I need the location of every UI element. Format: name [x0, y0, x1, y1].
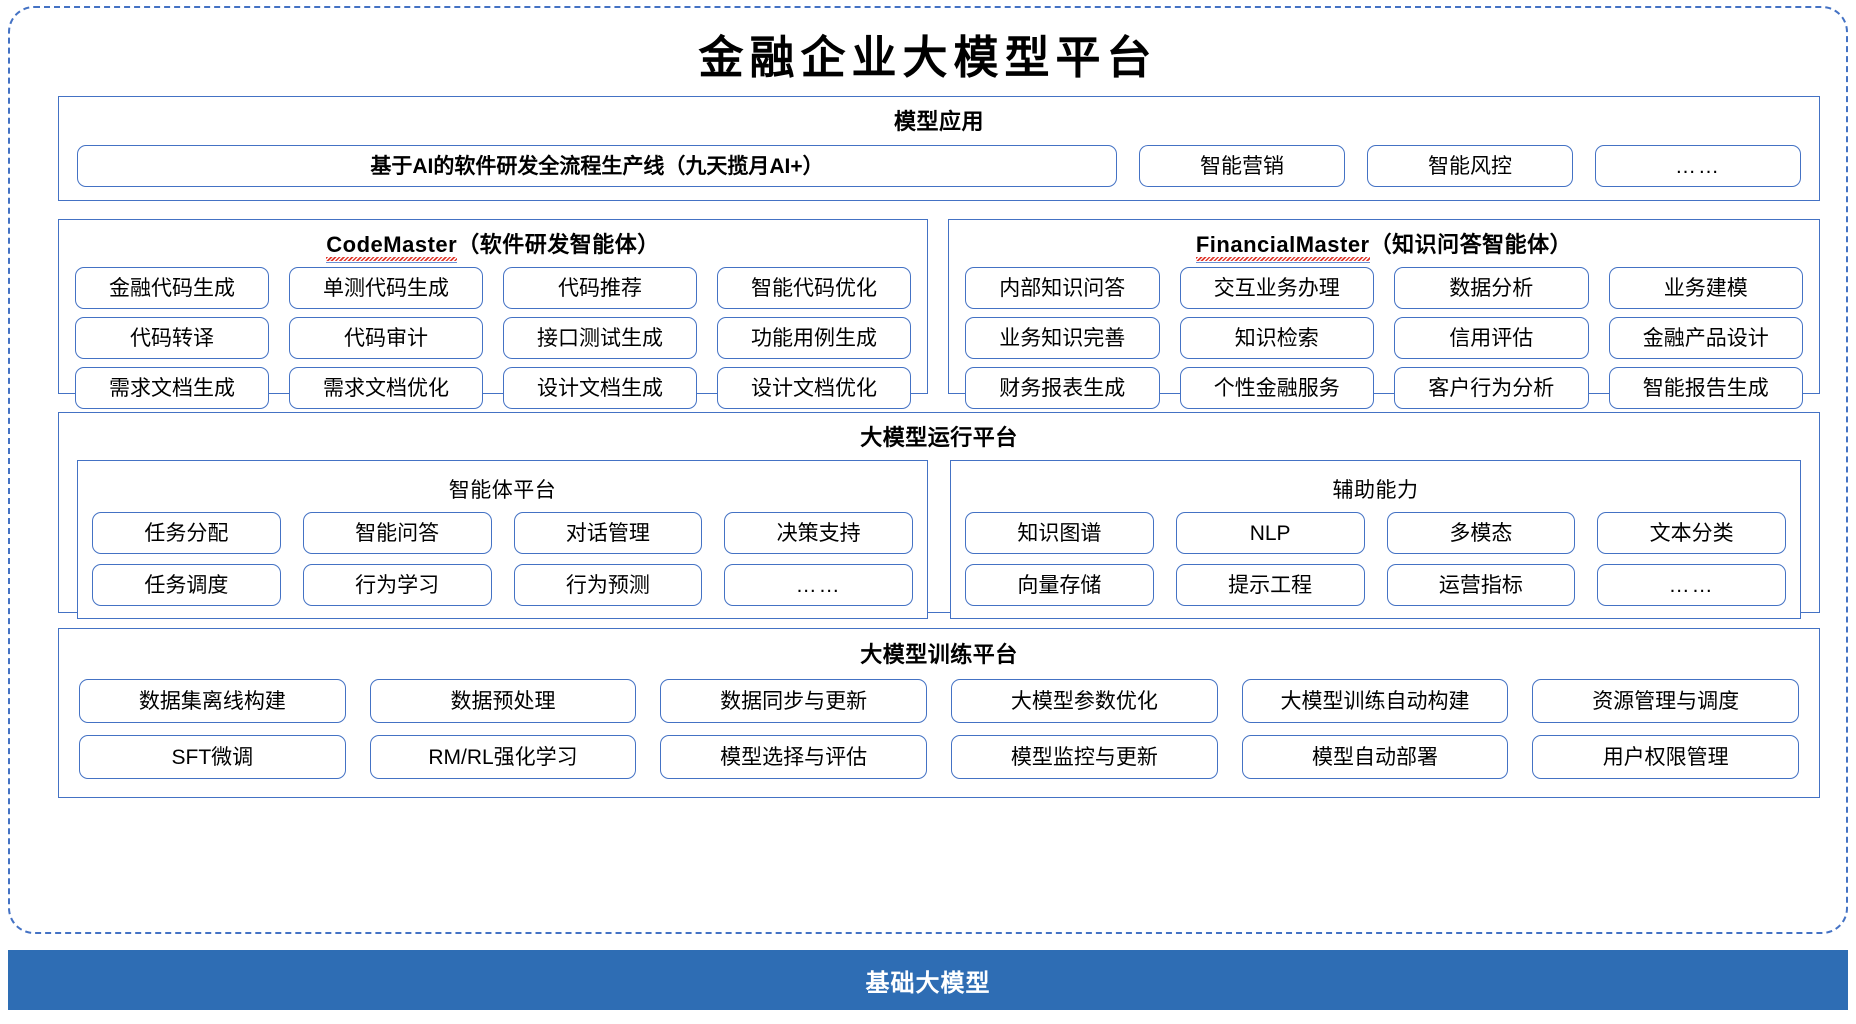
section-title-training-platform: 大模型训练平台 [860, 642, 1018, 667]
capability-row: 金融代码生成 单测代码生成 代码推荐 智能代码优化 [75, 267, 911, 309]
capability-row: SFT微调 RM/RL强化学习 模型选择与评估 模型监控与更新 模型自动部署 用… [79, 735, 1800, 779]
section-runtime-platform: 大模型运行平台 智能体平台 任务分配 智能问答 对话管理 决策支持 任务调度 行… [58, 412, 1820, 619]
capability-row: 向量存储 提示工程 运营指标 …… [965, 564, 1786, 606]
financial-master-name-cn: （知识问答智能体） [1369, 232, 1573, 257]
capability-pill[interactable]: 数据同步与更新 [660, 679, 928, 723]
capability-pill[interactable]: 行为预测 [513, 564, 703, 606]
capability-pill[interactable]: 功能用例生成 [717, 317, 911, 359]
subsection-title-agent-platform: 智能体平台 [448, 479, 557, 502]
section-title-financial-master: FinancialMaster（知识问答智能体） [949, 227, 1819, 263]
base-model-label: 基础大模型 [865, 969, 991, 997]
app-card-smart-marketing[interactable]: 智能营销 [1139, 145, 1345, 187]
runtime-platform-columns: 智能体平台 任务分配 智能问答 对话管理 决策支持 任务调度 行为学习 行为预测… [77, 460, 1801, 619]
capability-pill[interactable]: 内部知识问答 [965, 267, 1160, 309]
capability-row: 财务报表生成 个性金融服务 客户行为分析 智能报告生成 [965, 367, 1803, 409]
capability-pill[interactable]: RM/RL强化学习 [369, 735, 637, 779]
financial-master-capability-grid: 内部知识问答 交互业务办理 数据分析 业务建模 业务知识完善 知识检索 信用评估… [965, 267, 1803, 409]
capability-row: 代码转译 代码审计 接口测试生成 功能用例生成 [75, 317, 911, 359]
capability-pill[interactable]: 交互业务办理 [1179, 267, 1374, 309]
code-master-capability-grid: 金融代码生成 单测代码生成 代码推荐 智能代码优化 代码转译 代码审计 接口测试… [75, 267, 911, 409]
model-applications-row: 基于AI的软件研发全流程生产线（九天揽月AI+） 智能营销 智能风控 …… [77, 145, 1801, 187]
capability-row: 任务分配 智能问答 对话管理 决策支持 [92, 512, 913, 554]
section-training-platform: 大模型训练平台 数据集离线构建 数据预处理 数据同步与更新 大模型参数优化 大模… [58, 628, 1820, 798]
capability-pill[interactable]: 智能问答 [302, 512, 492, 554]
capability-pill[interactable]: 业务知识完善 [965, 317, 1160, 359]
capability-pill[interactable]: 金融产品设计 [1608, 317, 1803, 359]
capability-pill[interactable]: 信用评估 [1394, 317, 1589, 359]
capability-pill[interactable]: 知识检索 [1179, 317, 1374, 359]
page-title: 金融企业大模型平台 [698, 31, 1158, 84]
capability-row: 内部知识问答 交互业务办理 数据分析 业务建模 [965, 267, 1803, 309]
capability-pill[interactable]: 模型监控与更新 [951, 735, 1218, 779]
code-master-name-en: CodeMaster [326, 232, 458, 263]
capability-pill[interactable]: 向量存储 [965, 564, 1154, 606]
section-title-runtime-platform: 大模型运行平台 [860, 425, 1018, 450]
capability-pill-more[interactable]: …… [1597, 564, 1786, 606]
app-card-more[interactable]: …… [1595, 145, 1801, 187]
capability-pill[interactable]: 金融代码生成 [75, 267, 269, 309]
capability-pill[interactable]: 智能代码优化 [717, 267, 911, 309]
capability-pill[interactable]: NLP [1175, 512, 1365, 554]
subsection-auxiliary-capabilities: 辅助能力 知识图谱 NLP 多模态 文本分类 向量存储 提示工程 运营指标 …… [950, 460, 1801, 619]
capability-pill[interactable]: 代码转译 [75, 317, 269, 359]
capability-pill[interactable]: 代码审计 [289, 317, 483, 359]
code-master-name-cn: （软件研发智能体） [457, 232, 660, 257]
capability-pill[interactable]: 文本分类 [1597, 512, 1786, 554]
capability-pill[interactable]: 代码推荐 [503, 267, 697, 309]
section-financial-master: FinancialMaster（知识问答智能体） 内部知识问答 交互业务办理 数… [948, 219, 1820, 409]
capability-row: 数据集离线构建 数据预处理 数据同步与更新 大模型参数优化 大模型训练自动构建 … [79, 679, 1800, 723]
capability-pill[interactable]: 任务分配 [92, 512, 281, 554]
app-card-smart-risk-control[interactable]: 智能风控 [1367, 145, 1573, 187]
section-title-model-applications: 模型应用 [893, 109, 984, 134]
financial-master-name-en: FinancialMaster [1195, 232, 1370, 263]
capability-pill[interactable]: 财务报表生成 [965, 367, 1160, 409]
capability-pill[interactable]: 客户行为分析 [1394, 367, 1589, 409]
capability-pill[interactable]: 对话管理 [513, 512, 703, 554]
capability-pill[interactable]: 需求文档优化 [289, 367, 483, 409]
capability-row: 任务调度 行为学习 行为预测 …… [92, 564, 913, 606]
capability-pill[interactable]: 接口测试生成 [503, 317, 697, 359]
app-pipeline-card[interactable]: 基于AI的软件研发全流程生产线（九天揽月AI+） [77, 145, 1117, 187]
subsection-title-auxiliary-capabilities: 辅助能力 [1332, 479, 1419, 502]
capability-pill[interactable]: 单测代码生成 [289, 267, 483, 309]
capability-pill[interactable]: 数据分析 [1394, 267, 1589, 309]
capability-row: 业务知识完善 知识检索 信用评估 金融产品设计 [965, 317, 1803, 359]
capability-row: 需求文档生成 需求文档优化 设计文档生成 设计文档优化 [75, 367, 911, 409]
capability-pill[interactable]: 智能报告生成 [1608, 367, 1803, 409]
outer-dashed-frame: 金融企业大模型平台 模型应用 基于AI的软件研发全流程生产线（九天揽月AI+） … [8, 6, 1848, 934]
capability-pill[interactable]: 大模型训练自动构建 [1241, 679, 1509, 723]
capability-pill[interactable]: 设计文档优化 [717, 367, 911, 409]
section-code-master: CodeMaster（软件研发智能体） 金融代码生成 单测代码生成 代码推荐 智… [58, 219, 928, 409]
capability-pill[interactable]: 数据集离线构建 [79, 679, 346, 723]
capability-pill[interactable]: 业务建模 [1608, 267, 1803, 309]
capability-pill[interactable]: 运营指标 [1386, 564, 1576, 606]
capability-pill-more[interactable]: …… [724, 564, 913, 606]
capability-pill[interactable]: 个性金融服务 [1179, 367, 1374, 409]
capability-pill[interactable]: 设计文档生成 [503, 367, 697, 409]
capability-pill[interactable]: 提示工程 [1175, 564, 1365, 606]
capability-pill[interactable]: 数据预处理 [369, 679, 637, 723]
capability-pill[interactable]: SFT微调 [79, 735, 346, 779]
section-title-code-master: CodeMaster（软件研发智能体） [59, 227, 927, 263]
capability-pill[interactable]: 行为学习 [302, 564, 492, 606]
capability-pill[interactable]: 任务调度 [92, 564, 281, 606]
capability-pill[interactable]: 模型自动部署 [1241, 735, 1509, 779]
base-model-bar: 基础大模型 [8, 950, 1848, 1010]
capability-pill[interactable]: 决策支持 [724, 512, 913, 554]
training-platform-grid: 数据集离线构建 数据预处理 数据同步与更新 大模型参数优化 大模型训练自动构建 … [79, 679, 1800, 779]
subsection-agent-platform: 智能体平台 任务分配 智能问答 对话管理 决策支持 任务调度 行为学习 行为预测… [77, 460, 928, 619]
capability-pill[interactable]: 资源管理与调度 [1532, 679, 1800, 723]
capability-pill[interactable]: 模型选择与评估 [660, 735, 928, 779]
capability-pill[interactable]: 多模态 [1386, 512, 1576, 554]
capability-pill[interactable]: 用户权限管理 [1532, 735, 1800, 779]
capability-pill[interactable]: 知识图谱 [965, 512, 1154, 554]
capability-pill[interactable]: 大模型参数优化 [951, 679, 1218, 723]
section-model-applications: 模型应用 基于AI的软件研发全流程生产线（九天揽月AI+） 智能营销 智能风控 … [58, 96, 1820, 201]
capability-row: 知识图谱 NLP 多模态 文本分类 [965, 512, 1786, 554]
capability-pill[interactable]: 需求文档生成 [75, 367, 269, 409]
